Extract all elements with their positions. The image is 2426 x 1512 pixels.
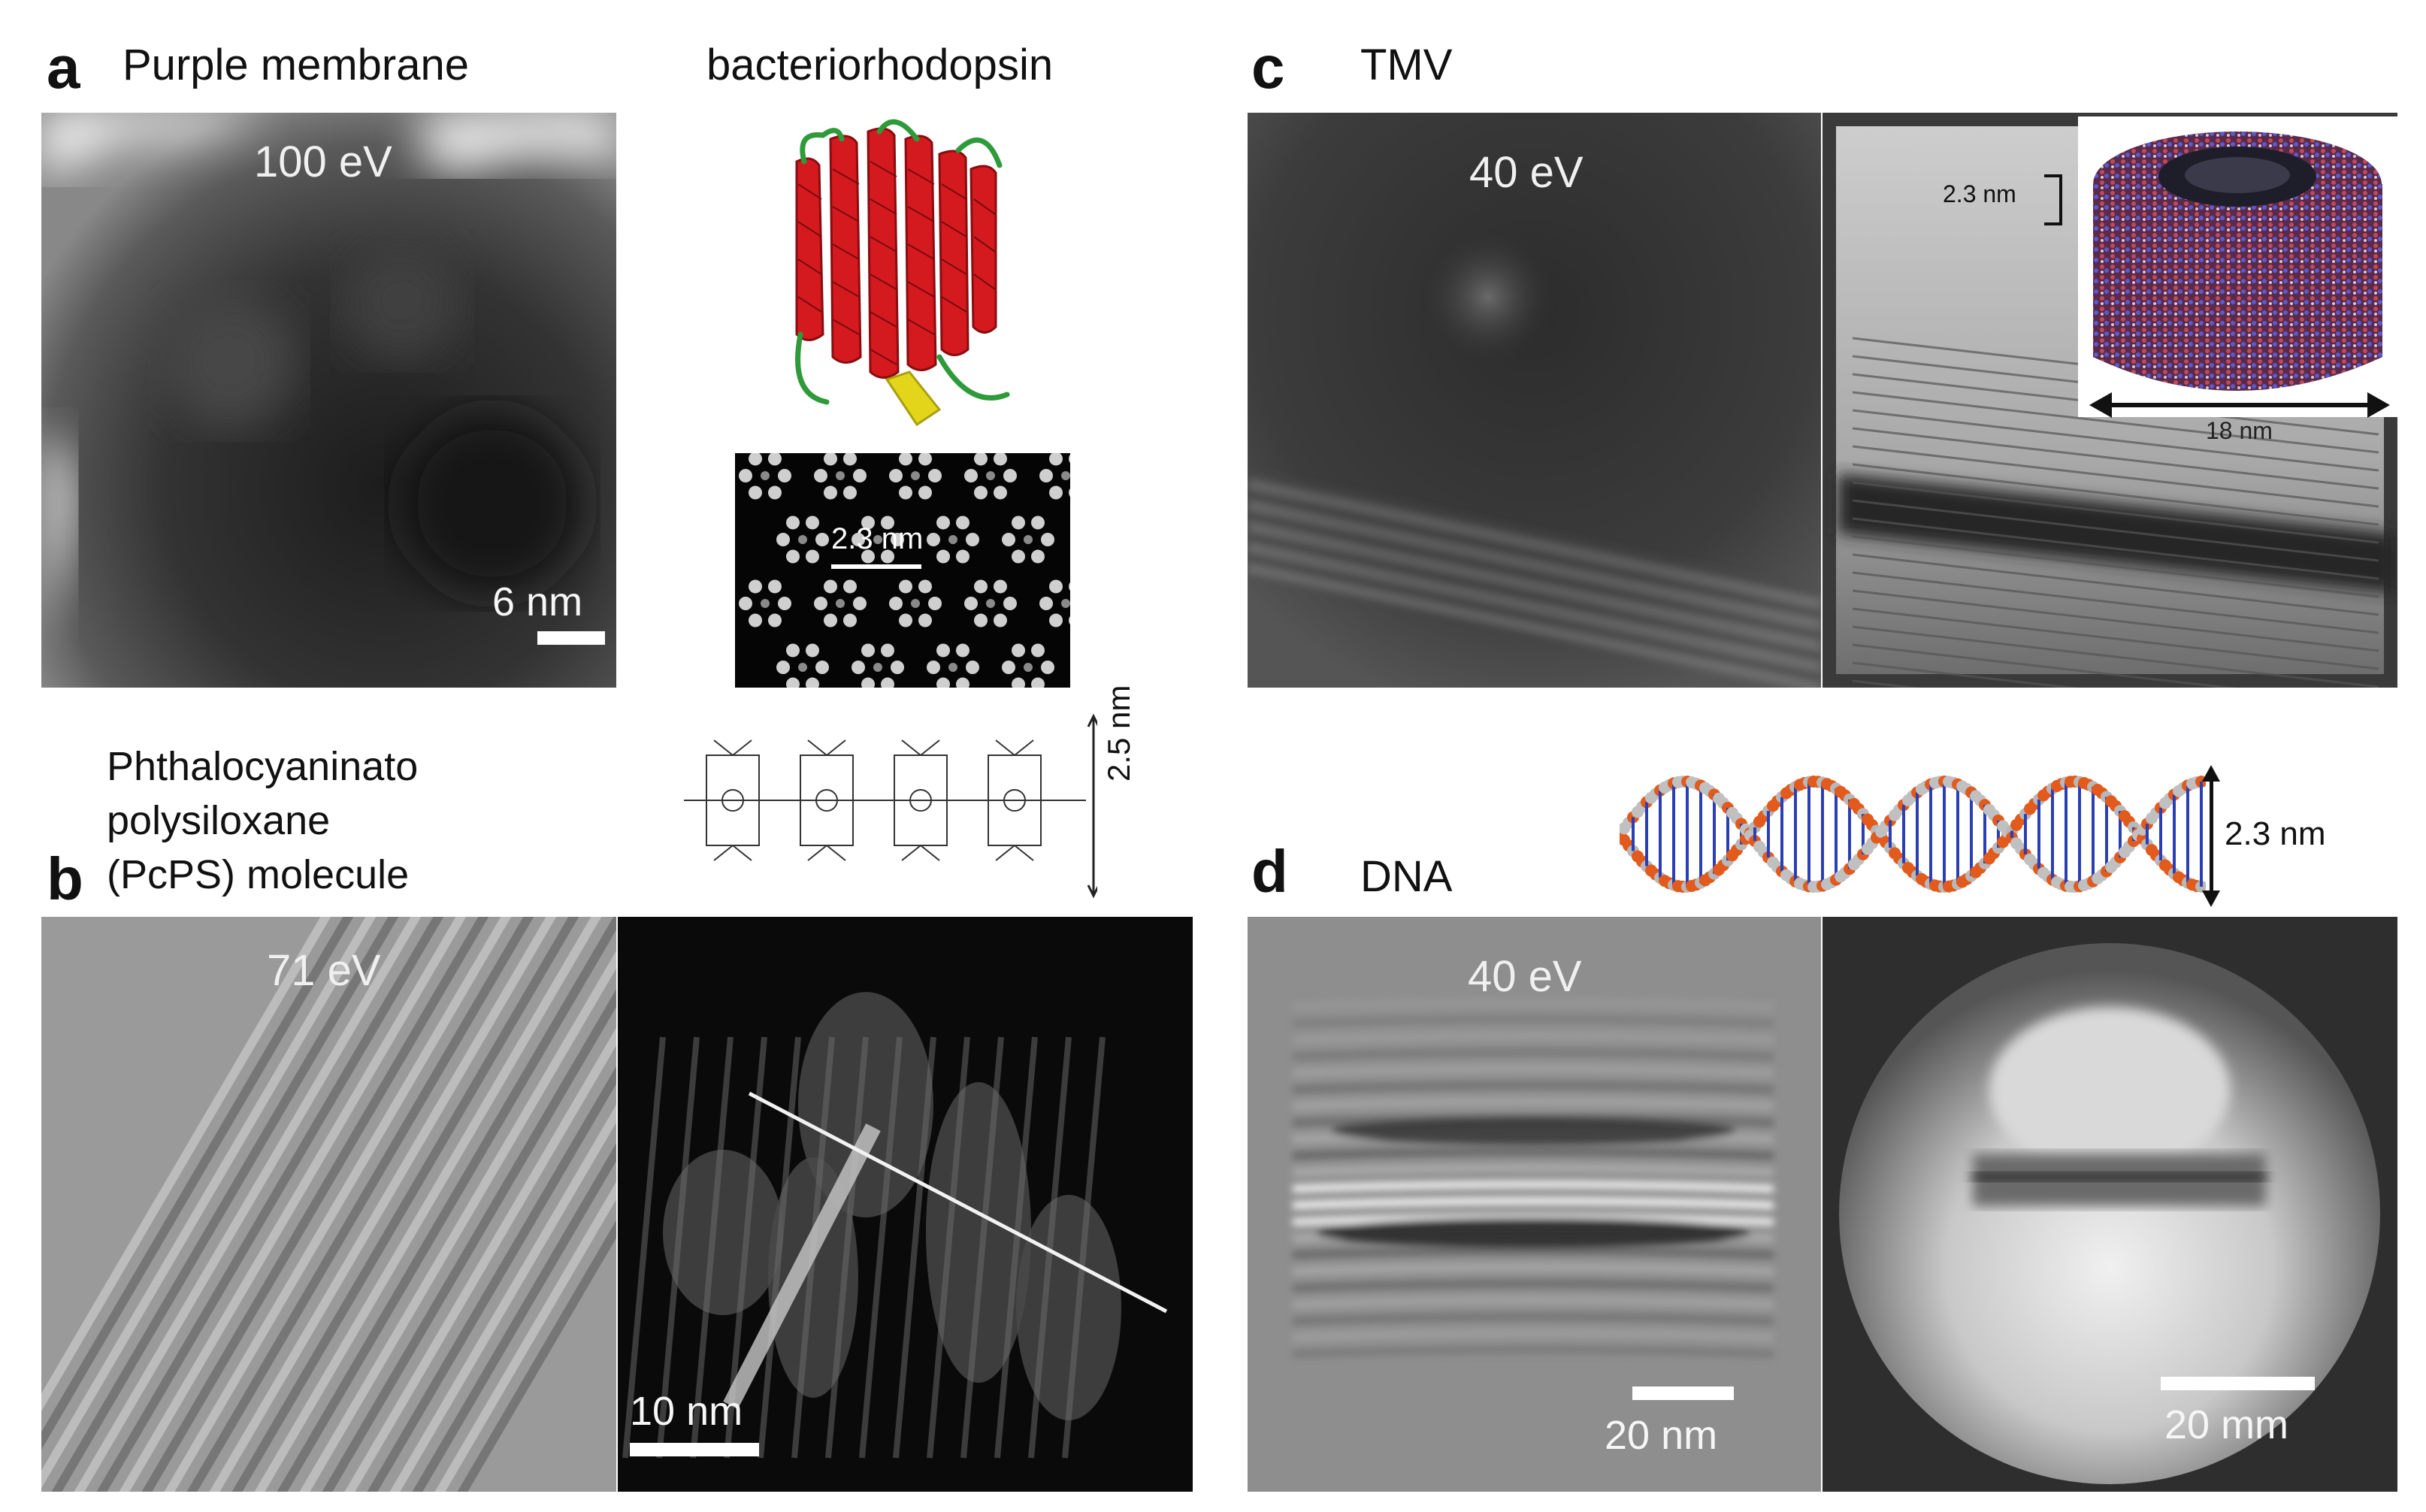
tmv-width-arrow (2097, 403, 2375, 407)
arrow-right-icon (2367, 392, 2390, 418)
dna-hologram: 40 eV 20 nm (1248, 917, 1821, 1492)
scale-bar-label: 10 nm (630, 1389, 743, 1434)
scale-bar (1632, 1387, 1734, 1400)
panel-b-letter: b (47, 845, 83, 912)
energy-label: 40 eV (1469, 148, 1584, 197)
panel-c-title: TMV (1360, 41, 1453, 89)
arrow-up-icon (2202, 765, 2220, 782)
pcps-chemical-structure (676, 710, 1097, 902)
panel-b-title-line-1: Phthalocyaninato (107, 744, 419, 789)
pcps-height-label: 2.5 nm (1101, 685, 1137, 782)
scale-bar (2161, 1377, 2315, 1390)
scale-bar (537, 631, 605, 645)
tmv-inset-width-label: 18 nm (2206, 417, 2273, 444)
dna-model (1620, 763, 2206, 906)
panel-a-letter: a (47, 34, 80, 101)
energy-label: 100 eV (254, 138, 392, 186)
lattice-label: 2.3 nm (831, 522, 924, 555)
pcps-reconstruction: 10 nm (618, 917, 1193, 1492)
energy-label: 40 eV (1468, 952, 1582, 1001)
scale-bar (630, 1443, 759, 1456)
dna-height-label: 2.3 nm (2225, 815, 2326, 852)
panel-a-title: Purple membrane (123, 41, 469, 89)
lattice-map: 2.3 nm (735, 453, 1070, 688)
dna-reconstruction: 20 mm (1823, 917, 2397, 1492)
scale-bar-label: 6 nm (492, 579, 583, 624)
tmv-inset-height-label: 2.3 nm (1943, 180, 2016, 207)
tmv-model-inset (2078, 116, 2397, 417)
bacteriorhodopsin-structure (767, 109, 1022, 447)
arrow-left-icon (2089, 392, 2112, 418)
panel-d-title: DNA (1360, 852, 1453, 901)
scale-bar-label: 20 mm (2164, 1402, 2289, 1447)
panel-d-letter: d (1251, 838, 1288, 905)
panel-a-protein-title: bacteriorhodopsin (706, 41, 1054, 89)
pcps-micrograph: 71 eV (41, 917, 616, 1492)
energy-label: 71 eV (267, 946, 381, 995)
purple-membrane-micrograph: 100 eV 6 nm (41, 113, 616, 688)
scale-bar-label: 20 nm (1605, 1413, 1718, 1458)
dna-height-arrow (2210, 770, 2213, 902)
panel-b-title-line-2: polysiloxane (107, 798, 331, 843)
arrow-down-icon (2202, 891, 2220, 907)
tmv-height-bracket (2044, 174, 2062, 225)
panel-c-letter: c (1251, 34, 1285, 101)
pcps-height-text: 2.5 nm (1101, 685, 1136, 782)
tmv-hologram: 40 eV (1248, 113, 1821, 688)
panel-b-title-line-3: (PcPS) molecule (107, 852, 410, 897)
lattice-bar (831, 564, 921, 569)
